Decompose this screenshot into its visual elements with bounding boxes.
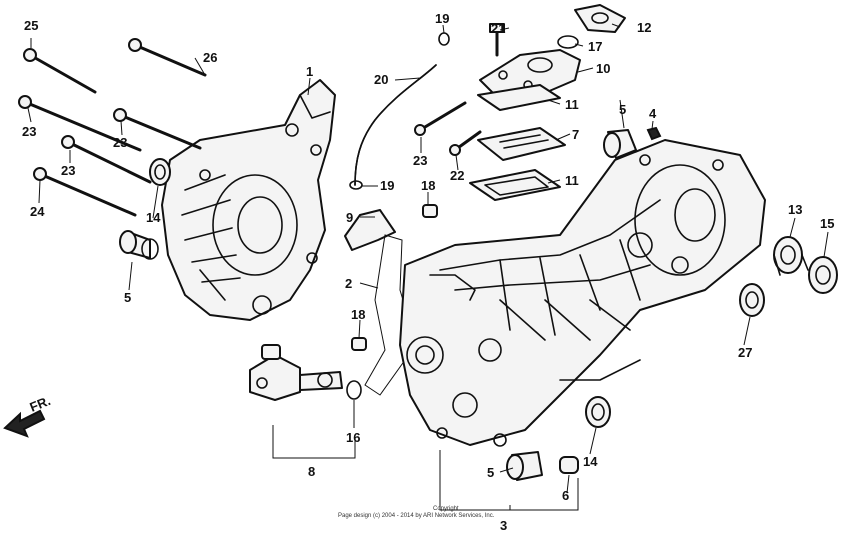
copyright-line-2: Page design (c) 2004 - 2014 by ARI Netwo… [338,513,495,519]
callout-23-lower-left: 23 [61,163,75,178]
dowel-6 [559,456,579,474]
callout-19-upper: 19 [435,11,449,26]
callout-11-lower: 11 [565,173,579,188]
bearing-15 [808,256,838,294]
callout-21: 21 [491,21,505,36]
pin-4 [646,126,662,141]
callout-10: 10 [596,61,610,76]
stud-23-center [414,101,467,136]
callout-9: 9 [346,210,353,225]
leader-lines [27,23,829,511]
gasket-11-lower [469,169,561,201]
oil-seal-27 [739,283,765,317]
callout-7: 7 [572,127,579,142]
callout-5-lower: 5 [487,465,494,480]
gasket-11-upper [477,84,561,111]
front-direction-arrow: FR. [3,393,53,438]
bolt-23-lower-left [61,135,152,184]
callout-23-far-left: 23 [22,124,36,139]
direction-label: FR. [28,393,53,415]
insulator-12 [574,4,626,33]
callout-5-left: 5 [124,290,131,305]
reed-valve-7 [477,127,566,161]
callout-8: 8 [308,464,315,479]
callout-14-left: 14 [146,210,161,225]
clip-19-lower [349,180,363,190]
bearing-5-left [119,230,159,260]
callout-11-upper: 11 [565,97,579,112]
callout-15: 15 [820,216,834,231]
callout-17: 17 [588,39,602,54]
bolt-21 [489,23,505,57]
gasket-2 [364,234,416,396]
callout-14-right: 14 [583,454,598,469]
callout-16: 16 [346,430,360,445]
callout-24: 24 [30,204,45,219]
callout-22: 22 [450,168,464,183]
bearing-5-lower [506,451,543,481]
left-crankcase-half [161,79,336,321]
bolt-25 [23,48,97,94]
bearing-13 [773,236,809,276]
breather-tube-20 [354,64,437,186]
callout-18-upper: 18 [421,178,435,193]
callout-1: 1 [306,64,313,79]
o-ring-17 [557,35,579,49]
o-ring-16 [346,380,362,400]
copyright-notice: Copyright Page design (c) 2004 - 2014 by… [338,506,495,519]
oil-seal-14-left [149,158,171,186]
kickstarter-assembly-8 [249,344,343,401]
callout-13: 13 [788,202,802,217]
copyright-line-1: Copyright [433,506,459,512]
bearing-5-upper-right [603,129,637,159]
bolt-26 [128,38,207,77]
callout-19-lower: 19 [380,178,394,193]
callout-23-center: 23 [413,153,427,168]
callout-18-lower: 18 [351,307,365,322]
stud-22 [449,130,482,156]
bolt-23-upper-left [18,95,142,152]
callout-labels: 1 26 2 3 4 5 5 5 6 7 8 9 10 11 11 12 13 … [22,11,834,533]
callout-3: 3 [500,518,507,533]
callout-27: 27 [738,345,752,360]
callout-20: 20 [374,72,388,87]
callout-2: 2 [345,276,352,291]
bracket-9 [344,209,396,251]
callout-23-mid-left: 23 [113,135,127,150]
dowel-pin-18-lower [351,337,367,351]
bolt-24 [33,167,137,217]
callout-25: 25 [24,18,38,33]
dowel-pin-18-upper [422,204,438,218]
callout-26: 26 [203,50,217,65]
bolt-23-middle-left [113,108,202,150]
callout-12: 12 [637,20,651,35]
clip-19-upper [438,32,450,46]
callout-6: 6 [562,488,569,503]
right-crankcase-half [399,139,766,447]
callout-5-upper-right: 5 [619,102,626,117]
oil-seal-14-right [585,396,611,428]
callout-4: 4 [649,106,657,121]
